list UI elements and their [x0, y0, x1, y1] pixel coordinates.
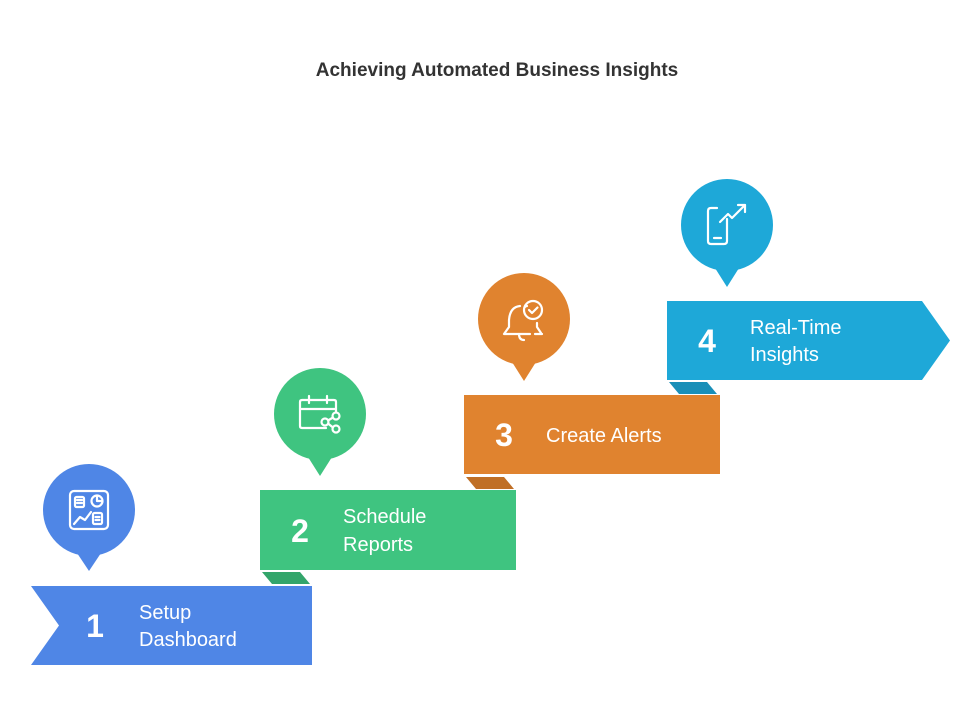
step-3-pin	[478, 273, 570, 381]
step-3-fold	[669, 382, 717, 394]
mobile-trend-icon	[706, 203, 747, 246]
step-4: 4 Real-Time Insights	[667, 179, 950, 380]
step-2-banner	[260, 490, 516, 570]
step-1-pin	[43, 464, 135, 571]
step-3: 3 Create Alerts	[464, 273, 720, 474]
step-2: 2 Schedule Reports	[260, 368, 516, 570]
calendar-share-icon	[298, 394, 341, 434]
step-1-label-line2: Dashboard	[139, 629, 237, 651]
step-2-fold	[466, 477, 514, 489]
step-3-number: 3	[495, 417, 513, 453]
step-4-label-line1: Real-Time	[750, 317, 842, 339]
bell-check-icon	[502, 299, 544, 342]
step-2-number: 2	[291, 513, 309, 549]
step-3-label-line1: Create Alerts	[546, 425, 662, 447]
step-1-number: 1	[86, 608, 104, 644]
step-1-label-line1: Setup	[139, 602, 191, 624]
step-4-number: 4	[698, 323, 716, 359]
step-3-banner	[464, 395, 720, 474]
step-4-label-line2: Insights	[750, 344, 819, 366]
step-2-pin	[274, 368, 366, 476]
dashboard-icon	[68, 489, 110, 531]
step-1: 1 Setup Dashboard	[31, 464, 312, 665]
step-2-label-line1: Schedule	[343, 506, 426, 528]
step-1-banner	[31, 586, 312, 665]
step-1-fold	[262, 572, 310, 584]
step-2-label-line2: Reports	[343, 534, 413, 556]
step-4-banner	[667, 301, 950, 380]
step-4-pin	[681, 179, 773, 287]
diagram-title: Achieving Automated Business Insights	[316, 60, 678, 81]
